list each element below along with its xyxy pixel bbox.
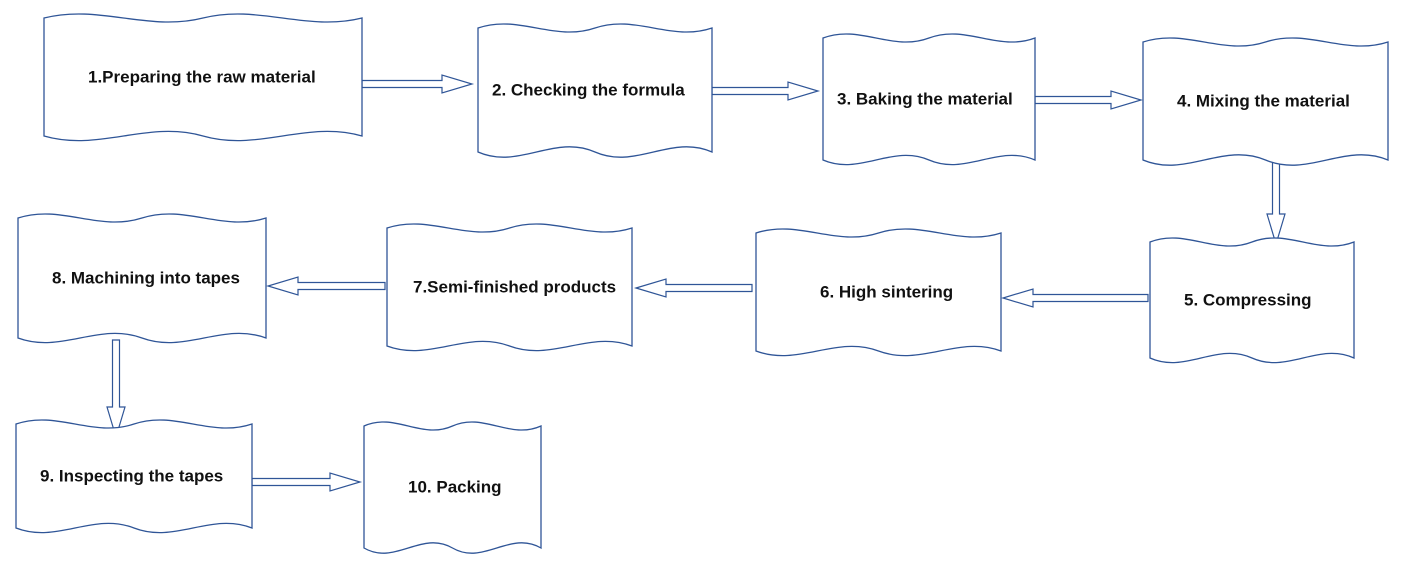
step-6-shape [755,228,1002,357]
arrow-s8-to-s9 [106,339,126,440]
step-8-shape [17,213,267,344]
arrow-s1-to-s2 [361,74,475,94]
connector-arrows [106,74,1286,492]
step-5-label: 5. Compressing [1184,290,1312,309]
step-10-label: 10. Packing [408,477,502,496]
step-3-label: 3. Baking the material [837,89,1013,108]
step-4-label: 4. Mixing the material [1177,91,1350,110]
step-3-box: 3. Baking the material [822,33,1036,166]
step-2-shape [477,23,713,158]
step-1-label: 1.Preparing the raw material [88,67,316,86]
step-8-label: 8. Machining into tapes [52,268,240,287]
arrow-s9-to-s10 [251,472,363,492]
arrow-s7-to-s8 [265,276,386,296]
arrow-s5-to-s6 [1000,288,1149,308]
step-9-box: 9. Inspecting the tapes [15,419,253,534]
step-5-box: 5. Compressing [1149,237,1355,364]
arrow-s6-to-s7 [633,278,753,298]
step-5-shape [1149,237,1355,364]
step-6-box: 6. High sintering [755,228,1002,357]
step-7-shape [386,223,633,352]
arrow-s2-to-s3 [711,81,821,101]
step-2-box: 2. Checking the formula [477,23,713,158]
step-7-label: 7.Semi-finished products [413,277,616,296]
step-1-box: 1.Preparing the raw material [43,13,363,142]
step-9-shape [15,419,253,534]
step-1-shape [43,13,363,142]
step-8-box: 8. Machining into tapes [17,213,267,344]
process-steps: 1.Preparing the raw material 2. Checking … [15,13,1389,554]
step-7-box: 7.Semi-finished products [386,223,633,352]
arrow-s3-to-s4 [1034,90,1144,110]
step-9-label: 9. Inspecting the tapes [40,466,223,485]
step-6-label: 6. High sintering [820,282,953,301]
step-4-box: 4. Mixing the material [1142,37,1389,166]
step-10-box: 10. Packing [363,421,542,554]
step-10-shape [363,421,542,554]
step-4-shape [1142,37,1389,166]
step-3-shape [822,33,1036,166]
step-2-label: 2. Checking the formula [492,80,685,99]
